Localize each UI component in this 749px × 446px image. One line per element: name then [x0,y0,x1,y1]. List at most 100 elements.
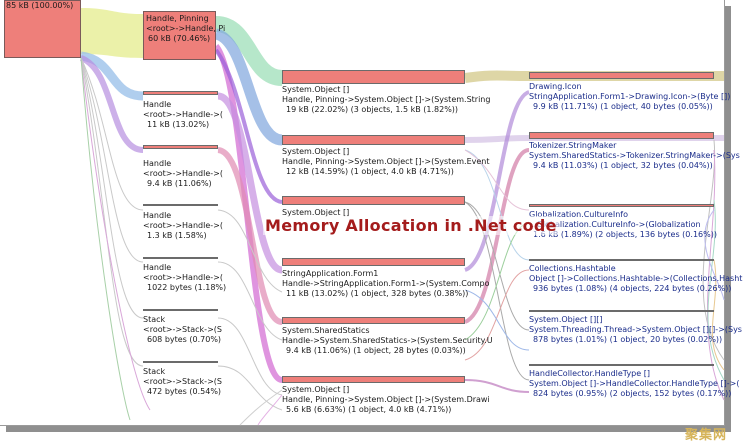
col4-node-5-bar [529,364,714,366]
col4-node-2-line3: 1.6 kB (1.89%) (2 objects, 136 bytes (0.… [533,230,717,239]
root-node-label: 85 kB (100.00%) [6,1,74,10]
col4-node-1[interactable]: Tokenizer.StringMaker System.SharedStati… [529,132,740,176]
col4-node-1-line3: 9.4 kB (11.03%) (1 object, 32 bytes (0.0… [533,161,713,170]
ribbon-root-to-handle-1 [80,51,144,101]
col2-node-1[interactable]: Handle <root>->Handle->( 9.4 kB (11.06%) [143,145,223,188]
col3-node-0[interactable]: System.Object [] Handle, Pinning->System… [282,70,490,118]
col4-node-4-line1: System.Object [][] [529,315,603,324]
col4-node-3-line1: Collections.Hashtable [529,264,616,273]
col4-node-3-bar [529,259,714,261]
col3-node-4-line1: System.SharedStatics [282,326,370,335]
col4-node-1-line2: System.SharedStatics->Tokenizer.StringMa… [529,151,740,160]
col4-node-4-bar [529,310,714,312]
col2-node-4-line2: <root>->Stack->(S [143,325,222,334]
ribbon-pinning-to-object-2 [213,28,284,146]
col2-node-2-line3: 1.3 kB (1.58%) [147,231,207,240]
overlay-title: Memory Allocation in .Net code [263,216,559,235]
col4-node-3[interactable]: Collections.Hashtable Object []->Collect… [529,259,742,303]
allocation-graph-window: 85 kB (100.00%) Handle, Pinning <root>->… [0,0,742,426]
root-node[interactable]: 85 kB (100.00%) [4,0,81,58]
col2-node-5-line1: Stack [143,367,166,376]
col4-node-4-line2: System.Threading.Thread->System.Object [… [529,325,742,334]
col3-node-0-line2: Handle, Pinning->System.Object []->(Syst… [282,95,491,104]
col2-node-0-line1: Handle [143,100,172,109]
col2-node-2-line2: <root>->Handle->( [143,221,223,230]
col4-node-2-line1: Globalization.CultureInfo [529,210,628,219]
col4-node-5-line1: HandleCollector.HandleType [] [529,369,650,378]
col3-node-1-bar [282,135,465,145]
col3-node-3-line1: StringApplication.Form1 [282,269,379,278]
col3-node-2-bar [282,196,465,205]
col2-node-2[interactable]: Handle <root>->Handle->( 1.3 kB (1.58%) [143,204,223,244]
col2-node-0-line2: <root>->Handle->( [143,110,223,119]
col2-node-2-line1: Handle [143,211,172,220]
col2-node-0-bar [143,91,218,95]
col3-node-4-line3: 9.4 kB (11.06%) (1 object, 28 bytes (0.0… [286,346,466,355]
pinning-node-line3: 60 kB (70.46%) [148,34,211,43]
col2-node-1-line3: 9.4 kB (11.06%) [147,179,212,188]
col4-node-3-line2: Object []->Collections.Hashtable->(Colle… [529,274,743,283]
col3-node-5-line2: Handle, Pinning->System.Object []->(Syst… [282,395,490,404]
col2-node-3-line2: <root>->Handle->( [143,273,223,282]
col4-node-5-line3: 824 bytes (0.95%) (2 objects, 152 bytes … [533,389,732,398]
col3-node-0-line1: System.Object [] [282,85,350,94]
col2-node-2-bar [143,204,218,206]
col3-node-3[interactable]: StringApplication.Form1 Handle->StringAp… [282,258,490,306]
col4-node-0-line3: 9.9 kB (11.71%) (1 object, 40 bytes (0.0… [533,102,713,111]
col4-node-0-line1: Drawing.Icon [529,82,582,91]
col3-node-1-line3: 12 kB (14.59%) (1 object, 4.0 kB (4.71%)… [286,167,454,176]
col3-node-2-line1: System.Object [] [282,208,350,217]
pinning-node-line2: <root>->Handle, Pi [146,24,226,33]
col2-node-5-line2: <root>->Stack->(S [143,377,222,386]
col2-node-3-line3: 1022 bytes (1.18%) [147,283,227,292]
pinning-node-line1: Handle, Pinning [146,14,209,23]
watermark-logo: 聚集网 [685,428,728,443]
col2-node-5[interactable]: Stack <root>->Stack->(S 472 bytes (0.54%… [143,361,222,401]
col4-node-0[interactable]: Drawing.Icon StringApplication.Form1->Dr… [529,72,730,116]
col2-node-3[interactable]: Handle <root>->Handle->( 1022 bytes (1.1… [143,257,226,297]
col3-node-3-line2: Handle->StringApplication.Form1->(System… [282,279,490,288]
col3-node-5[interactable]: System.Object [] Handle, Pinning->System… [282,376,490,424]
col2-node-1-line2: <root>->Handle->( [143,169,223,178]
col4-node-2-line2: ...Globalization.CultureInfo->(Globaliza… [529,220,701,229]
col3-node-3-line3: 11 kB (13.02%) (1 object, 328 bytes (0.3… [286,289,469,298]
col4-node-3-line3: 936 bytes (1.08%) (4 objects, 224 bytes … [533,284,732,293]
col2-node-1-bar [143,145,218,149]
col3-node-0-line3: 19 kB (22.02%) (3 objects, 1.5 kB (1.82%… [286,105,459,114]
col3-node-4-bar [282,317,465,324]
col2-node-0[interactable]: Handle <root>->Handle->( 11 kB (13.02%) [143,91,223,131]
col2-node-3-bar [143,257,218,259]
col3-node-1-line1: System.Object [] [282,147,350,156]
col4-node-5-line2: System.Object []->HandleCollector.Handle… [529,379,740,388]
col4-node-4[interactable]: System.Object [][] System.Threading.Thre… [529,310,742,354]
col2-node-4-bar [143,309,218,311]
col3-node-5-line1: System.Object [] [282,385,350,394]
col4-node-1-line1: Tokenizer.StringMaker [529,141,617,150]
col3-node-5-bar [282,376,465,383]
col2-node-4-line1: Stack [143,315,166,324]
col4-node-2[interactable]: Globalization.CultureInfo ...Globalizati… [529,204,717,248]
col3-node-0-bar [282,70,465,84]
col4-node-0-bar [529,72,714,79]
col2-node-5-bar [143,361,218,363]
col2-node-4-line3: 608 bytes (0.70%) [147,335,222,344]
col3-node-2[interactable]: System.Object [] [282,196,465,222]
col2-node-3-line1: Handle [143,263,172,272]
col3-node-3-bar [282,258,465,266]
col3-node-4[interactable]: System.SharedStatics Handle->System.Shar… [282,317,493,365]
col4-node-2-bar [529,204,714,207]
col2-node-5-line3: 472 bytes (0.54%) [147,387,222,396]
col3-node-4-line2: Handle->System.SharedStatics->(System.Se… [282,336,493,345]
col4-node-5[interactable]: HandleCollector.HandleType [] System.Obj… [529,364,739,408]
col3-node-5-line3: 5.6 kB (6.63%) (1 object, 4.0 kB (4.71%)… [286,405,452,414]
pinning-node[interactable]: Handle, Pinning <root>->Handle, Pi 60 kB… [143,11,225,60]
col4-node-0-line2: StringApplication.Form1->Drawing.Icon->(… [529,92,731,101]
col2-node-0-line3: 11 kB (13.02%) [147,120,210,129]
col2-node-4[interactable]: Stack <root>->Stack->(S 608 bytes (0.70%… [143,309,222,349]
ribbon-root-to-handle-2 [79,55,144,153]
ribbon-pinning-to-object-1 [214,16,284,86]
col3-node-1[interactable]: System.Object [] Handle, Pinning->System… [282,135,490,183]
col3-node-1-line2: Handle, Pinning->System.Object []->(Syst… [282,157,490,166]
col4-node-1-bar [529,132,714,139]
ribbon-object-to-drawing-icon [464,70,724,83]
